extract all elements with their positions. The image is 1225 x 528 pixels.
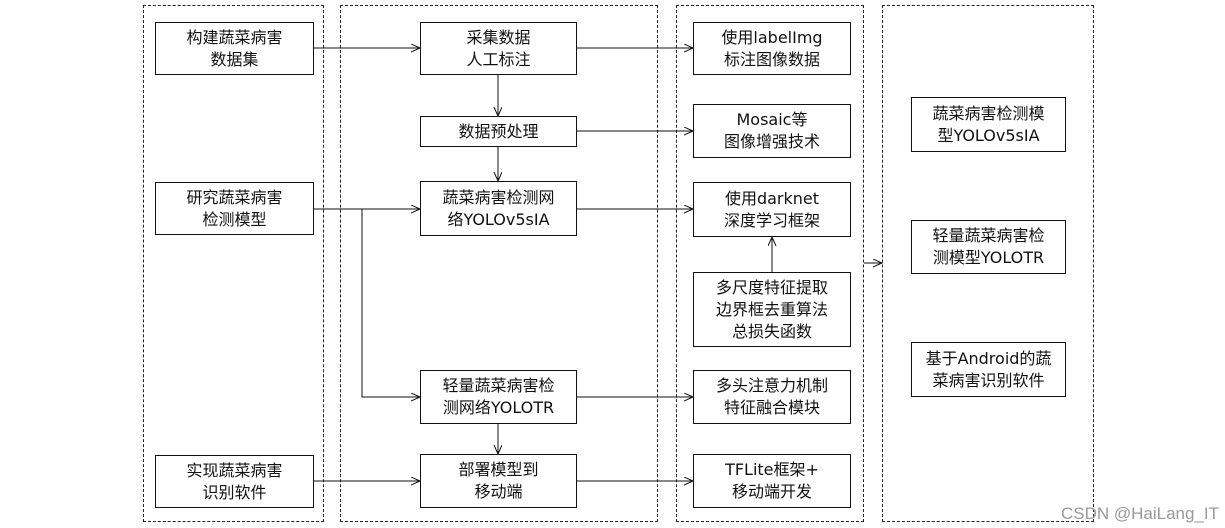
step-yolotr-network: 轻量蔬菜病害检 测网络YOLOTR	[420, 370, 577, 424]
arrow-research-to-yolotr	[361, 209, 420, 397]
step-deploy: 部署模型到 移动端	[420, 454, 577, 508]
goal-research-model: 研究蔬菜病害 检测模型	[155, 182, 314, 235]
column-methods	[676, 5, 864, 522]
column-process	[340, 5, 658, 522]
method-multiscale: 多尺度特征提取 边界框去重算法 总损失函数	[693, 272, 851, 347]
method-tflite: TFLite框架+ 移动端开发	[693, 454, 851, 508]
step-collect-data: 采集数据 人工标注	[420, 22, 577, 75]
step-preprocess: 数据预处理	[420, 116, 577, 147]
goal-build-dataset: 构建蔬菜病害 数据集	[155, 22, 314, 75]
result-yolotr: 轻量蔬菜病害检 测模型YOLOTR	[911, 220, 1066, 274]
result-yolov5sia: 蔬菜病害检测模 型YOLOv5sIA	[911, 97, 1066, 152]
column-goals	[143, 5, 324, 522]
goal-implement-software: 实现蔬菜病害 识别软件	[155, 455, 314, 508]
method-attention: 多头注意力机制 特征融合模块	[693, 370, 851, 424]
step-yolov5sia-network: 蔬菜病害检测网 络YOLOv5sIA	[420, 181, 577, 236]
method-labelimg: 使用labelImg 标注图像数据	[693, 22, 851, 75]
method-darknet: 使用darknet 深度学习框架	[693, 182, 851, 237]
watermark: CSDN @HaiLang_IT	[1060, 504, 1219, 523]
method-mosaic: Mosaic等 图像增强技术	[693, 104, 851, 158]
result-android: 基于Android的蔬 菜病害识别软件	[911, 342, 1066, 397]
